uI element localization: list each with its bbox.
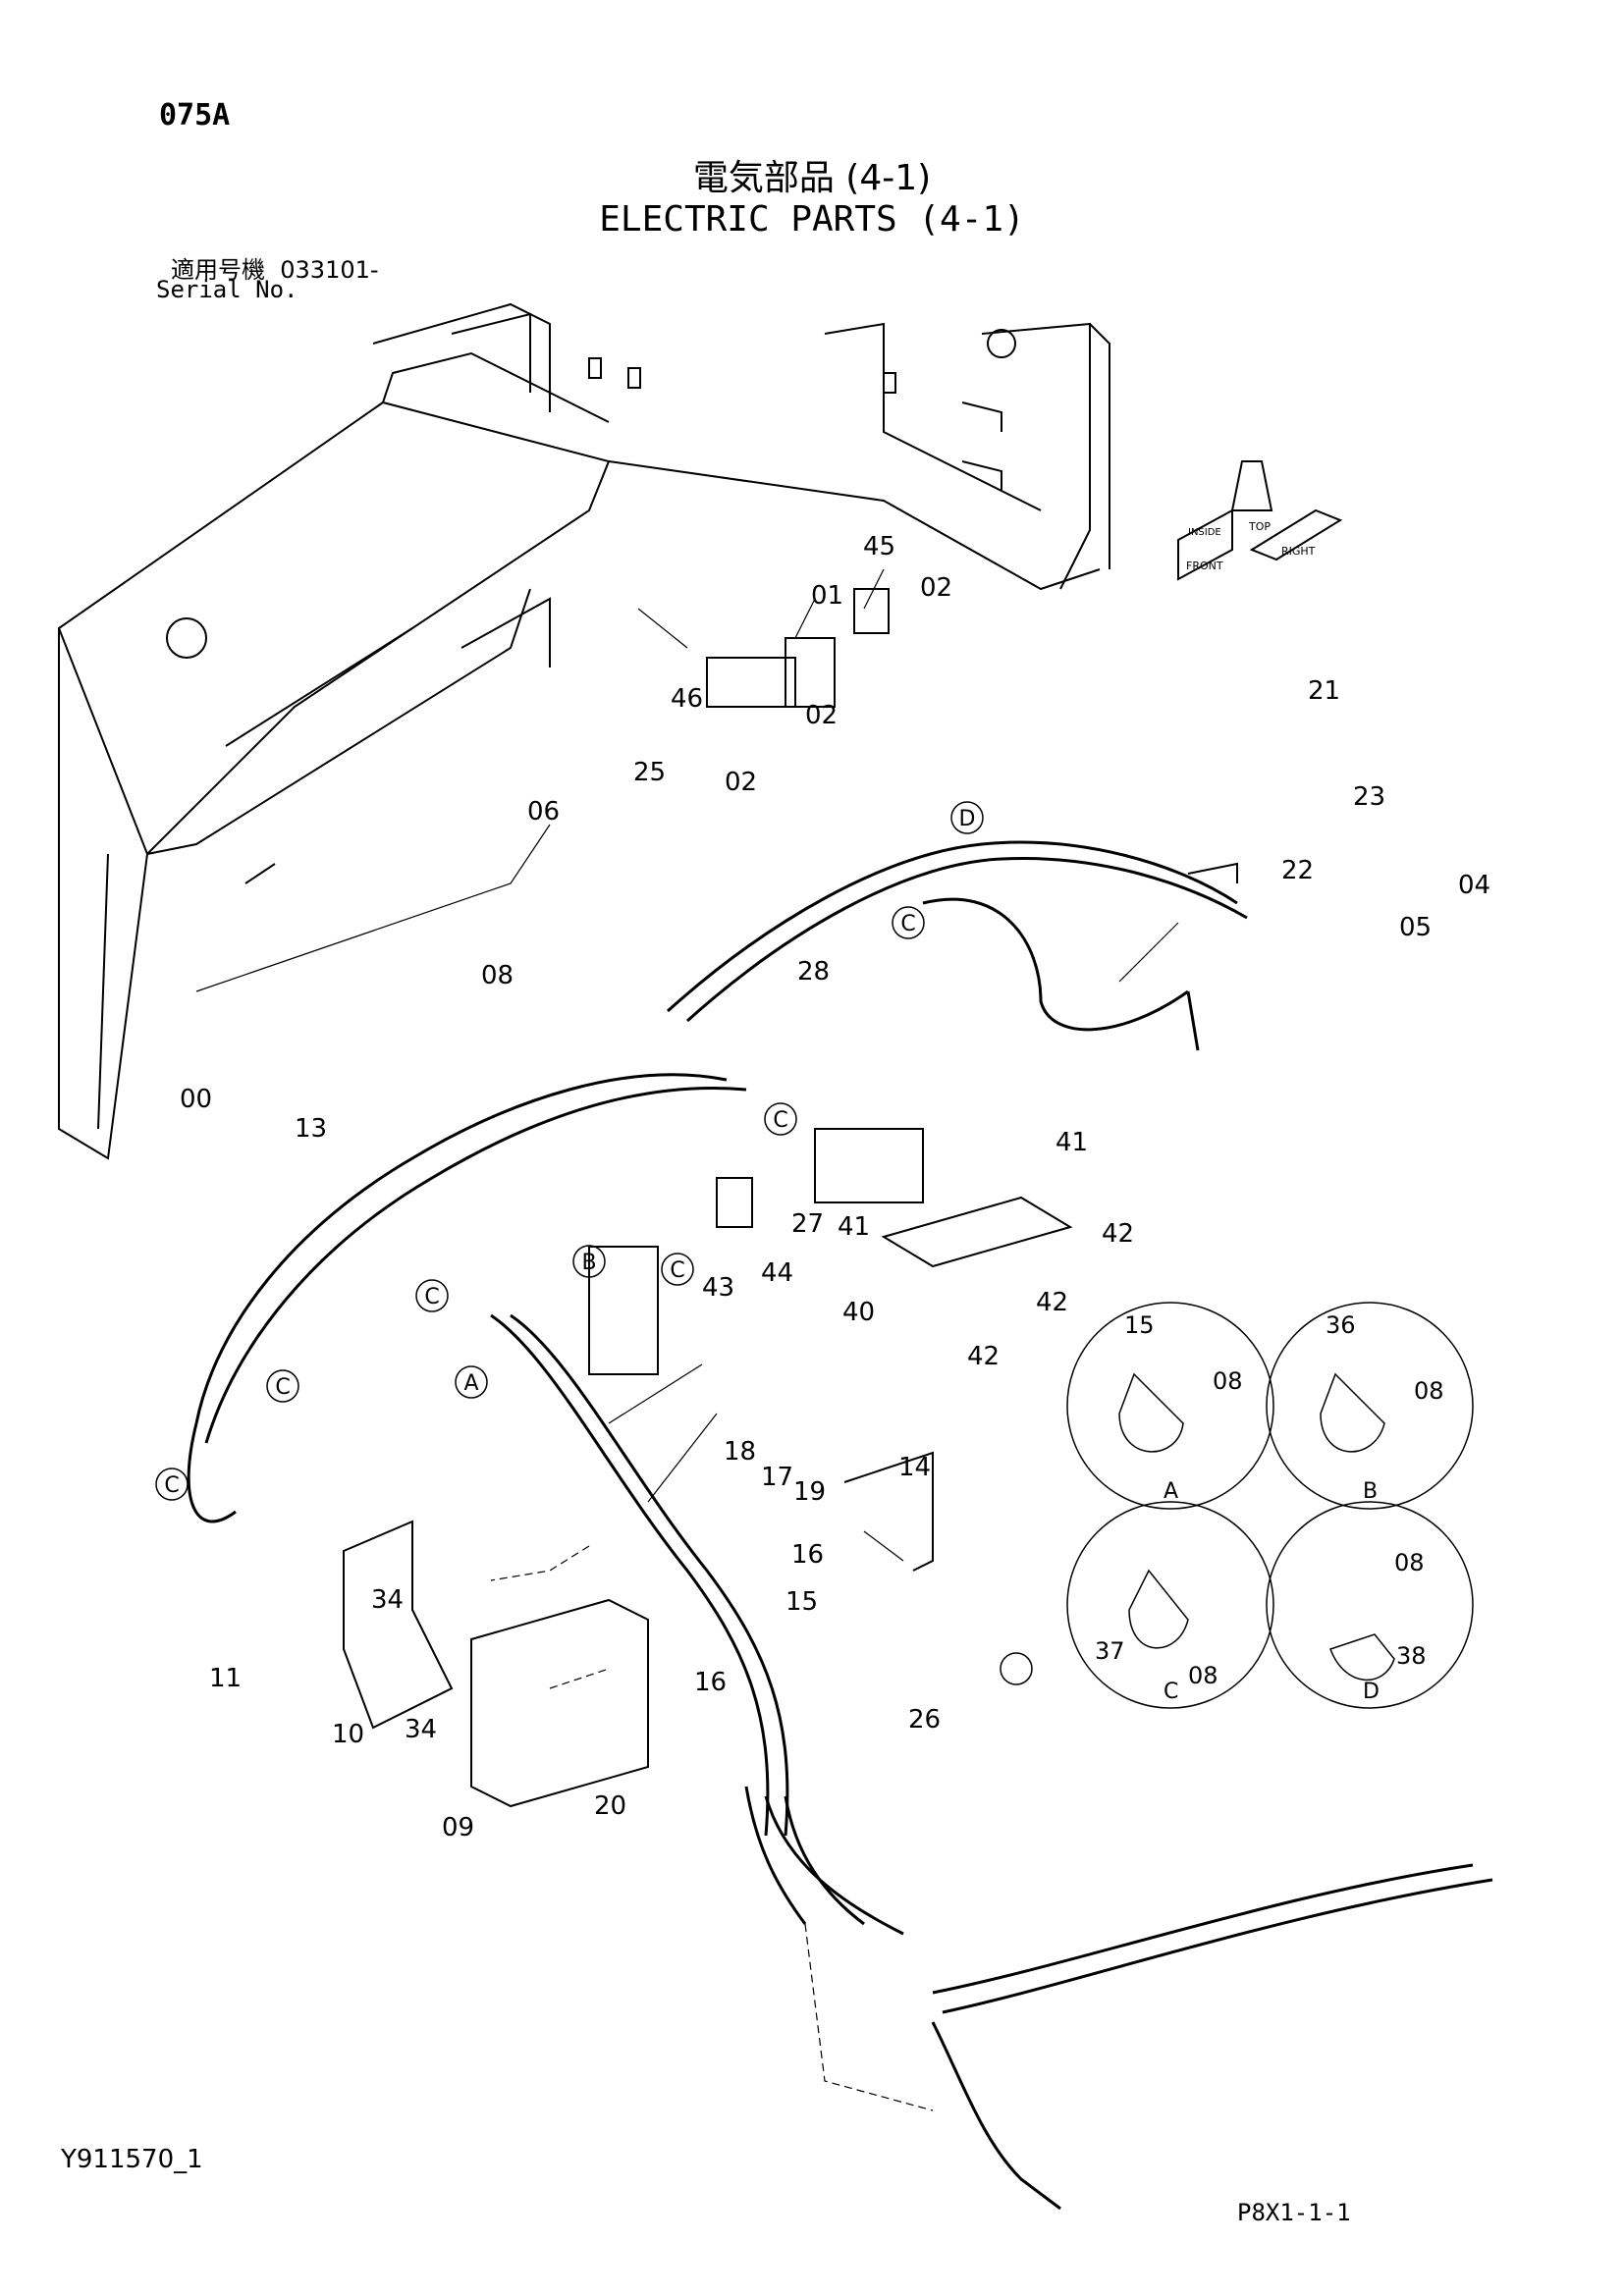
callout-15: 15 <box>785 1587 818 1617</box>
callout-13: 13 <box>295 1114 327 1144</box>
detail-a-part-2: 08 <box>1213 1367 1243 1395</box>
callout-09: 09 <box>442 1813 474 1842</box>
section-marker-c: C <box>670 1258 684 1283</box>
detail-a-circle <box>1066 1302 1274 1510</box>
callout-42: 42 <box>967 1342 1000 1371</box>
detail-b-part-1: 36 <box>1326 1311 1356 1339</box>
detail-d-part-2: 38 <box>1396 1642 1427 1670</box>
orientation-inside-label: INSIDE <box>1188 527 1221 538</box>
wire-harness-drawing <box>187 840 1493 2211</box>
callout-16: 16 <box>694 1668 727 1697</box>
callout-45: 45 <box>863 532 895 561</box>
section-marker-c: C <box>773 1108 787 1133</box>
serial-label-japanese: 適用号機 033101- <box>171 256 379 284</box>
callout-43: 43 <box>702 1273 734 1303</box>
callout-06: 06 <box>527 797 560 827</box>
callout-46: 46 <box>671 684 703 714</box>
detail-c-part-2: 08 <box>1188 1662 1218 1689</box>
orientation-indicator: TOP FRONT RIGHT INSIDE <box>1177 460 1343 581</box>
serial-label-english: Serial No. <box>156 276 298 303</box>
cab-frame-drawing <box>57 302 1110 1160</box>
callout-17: 17 <box>761 1463 793 1492</box>
callout-40: 40 <box>842 1298 875 1327</box>
section-marker-c: C <box>275 1375 290 1400</box>
section-marker-c: C <box>164 1473 179 1498</box>
page-code: 075A <box>159 98 231 133</box>
detail-d-part-1: 08 <box>1394 1549 1425 1576</box>
section-marker-c: C <box>900 912 915 936</box>
callout-23: 23 <box>1353 782 1385 812</box>
callout-02: 02 <box>725 768 757 797</box>
detail-b-label: B <box>1363 1479 1378 1504</box>
orientation-top-label: TOP <box>1248 520 1271 533</box>
callout-25: 25 <box>633 758 666 787</box>
section-marker-b: B <box>581 1251 596 1275</box>
detail-c-part-1: 37 <box>1095 1637 1125 1665</box>
title-english: ELECTRIC PARTS (4-1) <box>599 199 1025 240</box>
detail-b-circle <box>1266 1302 1474 1510</box>
callout-34: 34 <box>405 1715 437 1744</box>
callout-27: 27 <box>791 1209 824 1239</box>
callout-16: 16 <box>791 1540 824 1570</box>
part-callouts: 00 01 02 02 02 04 05 06 08 09 10 11 13 1… <box>180 532 1490 1842</box>
callout-05: 05 <box>1399 913 1432 942</box>
detail-c-label: C <box>1164 1680 1178 1704</box>
callout-42: 42 <box>1036 1288 1068 1317</box>
callout-11: 11 <box>209 1664 242 1693</box>
orientation-right-label: RIGHT <box>1281 545 1316 558</box>
callout-42: 42 <box>1102 1219 1134 1249</box>
callout-28: 28 <box>797 957 830 987</box>
title-japanese: 電気部品 (4-1) <box>692 158 932 198</box>
callout-01: 01 <box>811 581 843 611</box>
callout-20: 20 <box>594 1791 626 1821</box>
detail-views: A B C D 15 08 36 08 37 08 08 38 <box>1066 1302 1474 1709</box>
callout-41: 41 <box>1056 1128 1088 1157</box>
callout-00: 00 <box>180 1085 212 1114</box>
callout-04: 04 <box>1458 871 1490 900</box>
detail-d-label: D <box>1363 1680 1380 1704</box>
section-marker-c: C <box>424 1285 439 1309</box>
callout-18: 18 <box>724 1437 756 1467</box>
section-markers: D C C B C C C A C <box>155 801 1033 1685</box>
callout-44: 44 <box>761 1258 793 1288</box>
callout-08: 08 <box>481 961 514 990</box>
callout-02: 02 <box>920 573 952 603</box>
detail-b-part-2: 08 <box>1414 1377 1444 1405</box>
callout-21: 21 <box>1308 676 1340 706</box>
component-shapes <box>343 588 1238 1808</box>
page-reference: P8X1-1-1 <box>1237 2199 1351 2226</box>
leader-lines <box>195 568 1179 2111</box>
callout-41: 41 <box>838 1212 870 1242</box>
callout-10: 10 <box>332 1720 364 1749</box>
document-id: Y911570_1 <box>61 2145 203 2174</box>
callout-02: 02 <box>805 701 838 730</box>
callout-14: 14 <box>898 1453 931 1482</box>
section-marker-d: D <box>959 807 976 831</box>
detail-a-part-1: 15 <box>1124 1311 1155 1339</box>
callout-19: 19 <box>793 1477 826 1507</box>
section-marker-a: A <box>463 1371 478 1396</box>
callout-22: 22 <box>1281 856 1314 885</box>
orientation-front-label: FRONT <box>1186 560 1223 572</box>
detail-c-circle <box>1066 1501 1274 1709</box>
detail-d-circle <box>1266 1501 1474 1709</box>
detail-a-label: A <box>1164 1479 1178 1504</box>
callout-34: 34 <box>371 1585 404 1615</box>
callout-26: 26 <box>908 1705 941 1735</box>
